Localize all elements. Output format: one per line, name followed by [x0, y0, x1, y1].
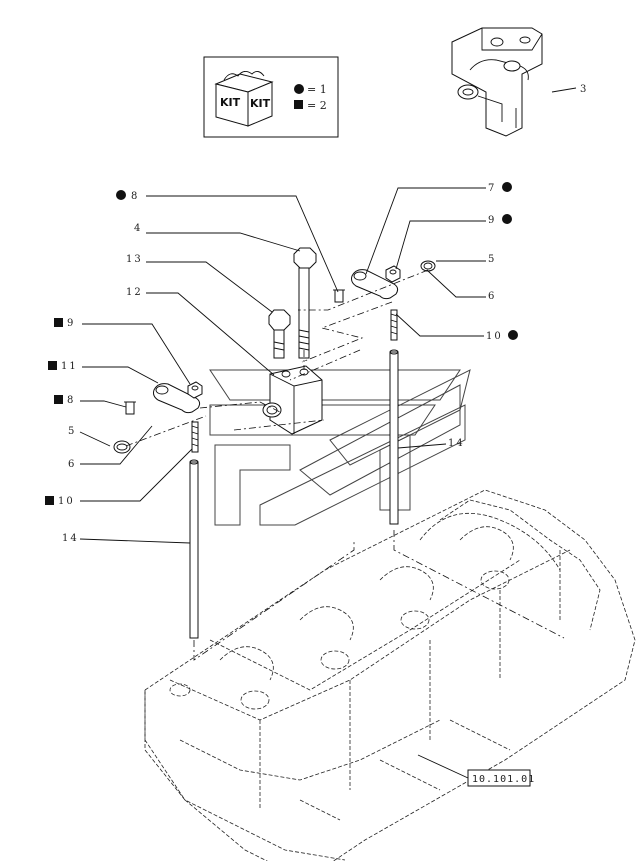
label-4: 4 — [134, 223, 142, 234]
adjust-screw-right-icon — [390, 309, 398, 341]
label-10-right: 10 — [486, 331, 503, 342]
label-5-right: 5 — [488, 254, 496, 265]
screw-left-icon — [125, 401, 135, 415]
label-5-left: 5 — [68, 426, 76, 437]
circle-marker-icon — [502, 182, 512, 192]
label-10-left: 10 — [58, 496, 75, 507]
kit-label-right: KIT — [250, 97, 271, 110]
label-3: 3 — [580, 84, 588, 95]
short-bolt-icon — [268, 309, 291, 359]
circle-marker-icon — [508, 330, 518, 340]
label-12: 12 — [126, 287, 143, 298]
label-6-right: 6 — [488, 291, 496, 302]
label-8-top: 8 — [131, 191, 139, 202]
circle-marker-icon — [294, 84, 304, 94]
label-14-right: 14 — [448, 438, 465, 449]
rocker-shaft-support — [262, 365, 323, 435]
label-13: 13 — [126, 254, 143, 265]
circle-legend-text: = 1 — [307, 83, 327, 96]
kit-legend-box: KIT KIT = 1 = 2 — [203, 56, 339, 138]
label-11-left: 11 — [61, 361, 78, 372]
alignment-lines — [125, 269, 565, 661]
label-9-left: 9 — [67, 318, 75, 329]
square-marker-icon — [54, 318, 63, 327]
label-14-left: 14 — [62, 533, 79, 544]
kit-box-icon: KIT KIT — [214, 71, 274, 127]
square-marker-icon — [48, 361, 57, 370]
label-6-left: 6 — [68, 459, 76, 470]
pushrod-left-icon — [189, 461, 199, 639]
long-bolt-icon — [293, 247, 317, 359]
square-marker-icon — [54, 395, 63, 404]
kit-label-left: KIT — [220, 96, 241, 109]
cylinder-head-outline — [144, 489, 636, 861]
label-8-left: 8 — [67, 395, 75, 406]
circle-marker-icon — [502, 214, 512, 224]
ring-right-icon — [420, 260, 436, 272]
screw-upper-icon — [334, 289, 344, 303]
background-watermark — [209, 369, 471, 526]
rocker-arm-left — [153, 381, 203, 414]
square-marker-icon — [294, 100, 303, 109]
reference-box: 10.101.01 — [417, 754, 535, 787]
label-9-right: 9 — [488, 215, 496, 226]
rocker-arm-right — [351, 265, 401, 300]
reference-code: 10.101.01 — [472, 774, 535, 785]
circle-marker-icon — [116, 190, 126, 200]
ring-left-icon — [113, 440, 131, 454]
label-7-right: 7 — [488, 183, 496, 194]
pushrod-right-icon — [389, 351, 399, 525]
square-marker-icon — [45, 496, 54, 505]
adjust-screw-left-icon — [191, 421, 199, 453]
rocker-assembly-inset: 3 — [451, 27, 588, 137]
square-legend-text: = 2 — [307, 99, 327, 112]
